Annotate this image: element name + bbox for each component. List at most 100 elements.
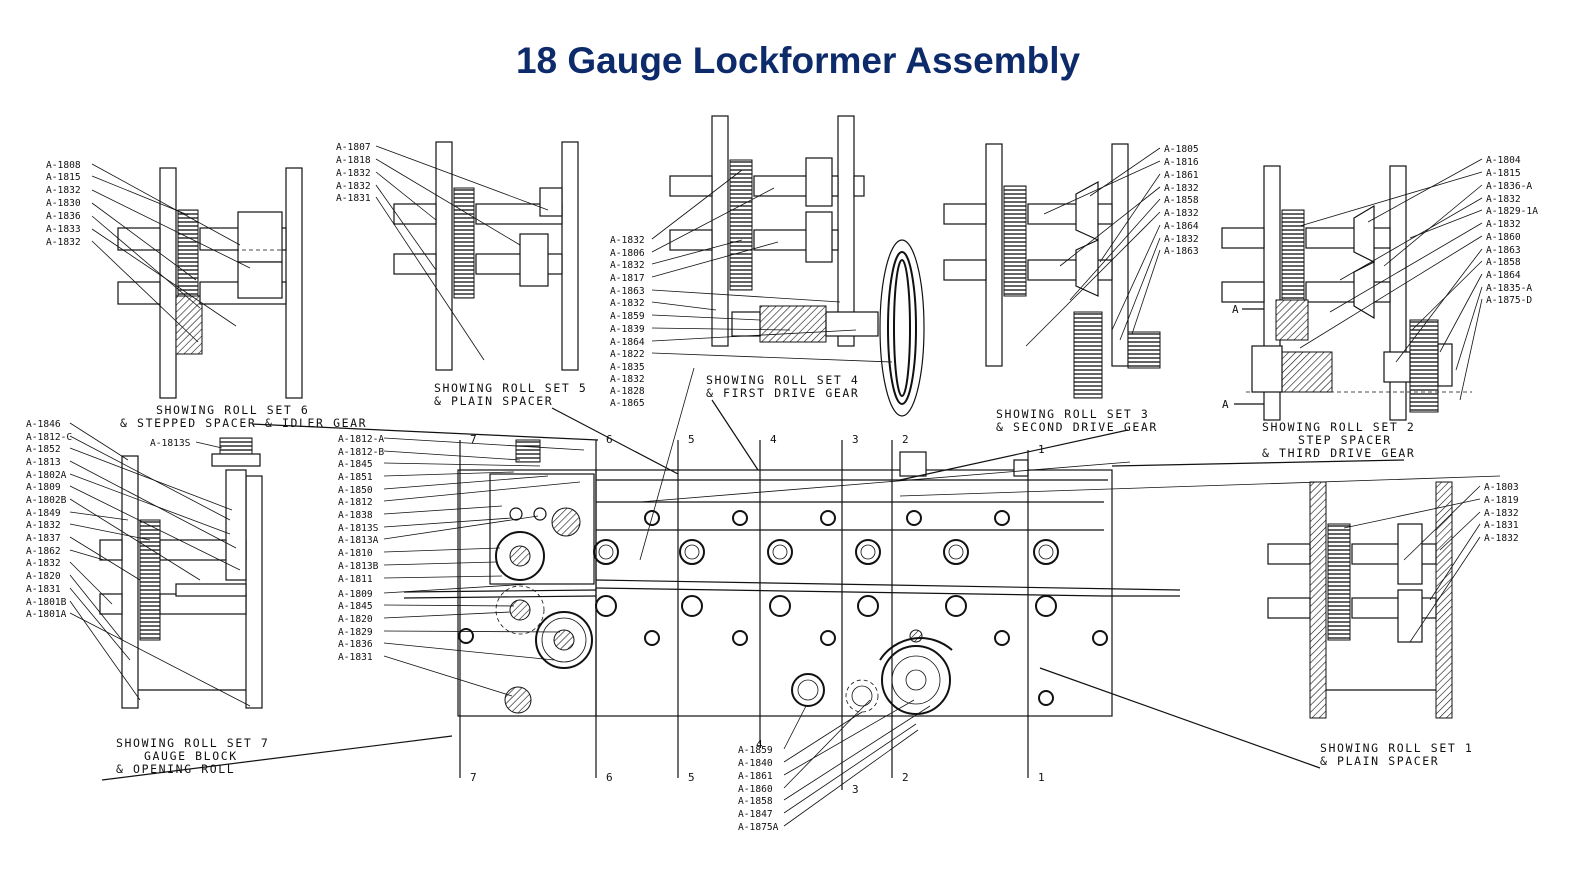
section-marker: 5 <box>688 771 695 784</box>
roll-set-7-view <box>99 437 263 709</box>
roll-set-4-caption-line-1: SHOWING ROLL SET 4 <box>706 373 859 387</box>
part-number: A-1812-B <box>338 447 384 458</box>
part-number: A-1864 <box>610 337 645 348</box>
part-number: A-1832 <box>1484 508 1519 519</box>
part-number: A-1805 <box>1164 144 1199 155</box>
part-number: A-1832 <box>46 185 81 196</box>
part-number: A-1847 <box>738 809 773 820</box>
part-number: A-1875A <box>738 822 779 833</box>
part-number: A-1812-A <box>338 434 384 445</box>
roll-set-2-caption-line-3: & THIRD DRIVE GEAR <box>1262 446 1415 460</box>
roll-set-6-caption-line-1: SHOWING ROLL SET 6 <box>156 403 309 417</box>
roll-set-7-caption-line-3: & OPENING ROLL <box>116 762 235 776</box>
section-marker: 5 <box>688 433 695 446</box>
roll-set-4-view <box>669 115 925 417</box>
part-number: A-1859 <box>610 311 645 322</box>
part-number: A-1832 <box>1164 183 1199 194</box>
section-marker: 4 <box>756 738 763 751</box>
part-number: A-1803 <box>1484 482 1519 493</box>
part-number: A-1852 <box>26 444 61 455</box>
part-number: A-1838 <box>338 510 373 521</box>
part-number: A-1863 <box>1164 246 1199 257</box>
roll-set-5-caption-line-1: SHOWING ROLL SET 5 <box>434 381 587 395</box>
section-lines <box>459 440 1029 790</box>
section-marker: 7 <box>470 433 477 446</box>
section-marker: 6 <box>606 433 613 446</box>
part-number: A-1860 <box>738 784 773 795</box>
part-number: A-1864 <box>1164 221 1199 232</box>
roll-set-2-view <box>1221 165 1472 421</box>
roll-set-4-caption-line-2: & FIRST DRIVE GEAR <box>706 386 859 400</box>
part-number: A-1813B <box>338 561 379 572</box>
part-number: A-1845 <box>338 459 373 470</box>
bottom-part-leaders <box>783 699 931 827</box>
part-number: A-1835 <box>610 362 645 373</box>
part-number: A-1813S <box>150 438 191 449</box>
roll-set-1-part-numbers: A-1803 A-1819 A-1832 A-1831 A-1832 <box>1484 482 1519 544</box>
part-number: A-1832 <box>610 374 645 385</box>
part-number: A-1812-C <box>26 432 72 443</box>
section-marker: 3 <box>852 783 859 796</box>
front-view-frame <box>403 451 1181 717</box>
roll-set-5-leaders <box>375 145 549 361</box>
roll-set-2-part-numbers: A-1804 A-1815 A-1836-A A-1832 A-1829-1A … <box>1486 155 1538 306</box>
roll-set-5-view <box>393 141 579 371</box>
part-number: A-1822 <box>610 349 645 360</box>
section-markers-top: 7 6 5 4 3 2 1 <box>470 433 1045 456</box>
section-markers-bottom: 7 6 5 4 3 2 1 <box>470 738 1045 796</box>
roll-set-6-leaders <box>91 163 251 343</box>
part-number: A-1832 <box>1164 208 1199 219</box>
part-number: A-1837 <box>26 533 61 544</box>
section-marker: 4 <box>770 433 777 446</box>
part-number: A-1845 <box>338 601 373 612</box>
part-number: A-1832 <box>26 520 61 531</box>
front-view-rolls <box>458 439 1108 715</box>
part-number: A-1816 <box>1164 157 1199 168</box>
roll-set-7-caption-line-1: SHOWING ROLL SET 7 <box>116 736 269 750</box>
roll-set-4-leaders <box>651 169 893 363</box>
part-number: A-1809 <box>338 589 373 600</box>
part-number: A-1813S <box>338 523 379 534</box>
bottom-part-numbers: A-1859 A-1840 A-1861 A-1860 A-1858 A-184… <box>738 745 779 833</box>
part-number: A-1820 <box>338 614 373 625</box>
part-number: A-1801A <box>26 609 67 620</box>
part-number: A-1832 <box>336 168 371 179</box>
part-number: A-1859 <box>738 745 773 756</box>
part-number: A-1832 <box>46 237 81 248</box>
part-number: A-1828 <box>610 386 645 397</box>
part-number: A-1875-D <box>1486 295 1532 306</box>
section-marker: 7 <box>470 771 477 784</box>
roll-set-1-leaders <box>1343 485 1481 643</box>
part-number: A-1829-1A <box>1486 206 1538 217</box>
part-number: A-1861 <box>738 771 773 782</box>
part-number: A-1817 <box>610 273 645 284</box>
part-number: A-1831 <box>336 193 371 204</box>
part-number: A-1832 <box>1164 234 1199 245</box>
part-number: A-1832 <box>26 558 61 569</box>
part-number: A-1832 <box>610 260 645 271</box>
section-marker: 3 <box>852 433 859 446</box>
part-number: A-1808 <box>46 160 81 171</box>
part-number: A-1831 <box>338 652 373 663</box>
part-number: A-1864 <box>1486 270 1521 281</box>
roll-set-4-part-numbers: A-1832 A-1806 A-1832 A-1817 A-1863 A-183… <box>610 235 645 409</box>
section-marker-a: A <box>1222 398 1229 411</box>
part-number: A-1810 <box>338 548 373 559</box>
part-number: A-1832 <box>610 298 645 309</box>
roll-set-7-part-numbers: A-1846 A-1812-C A-1852 A-1813 A-1802A A-… <box>26 419 72 620</box>
part-number: A-1804 <box>1486 155 1521 166</box>
part-number: A-1862 <box>26 546 61 557</box>
roll-set-2-caption-line-2: STEP SPACER <box>1298 433 1392 447</box>
part-number: A-1830 <box>46 198 81 209</box>
roll-set-2-caption-line-1: SHOWING ROLL SET 2 <box>1262 420 1415 434</box>
part-number: A-1836 <box>338 639 373 650</box>
part-number: A-1850 <box>338 485 373 496</box>
part-number: A-1802A <box>26 470 67 481</box>
roll-set-1-caption-line-1: SHOWING ROLL SET 1 <box>1320 741 1473 755</box>
roll-set-3-caption-line-2: & SECOND DRIVE GEAR <box>996 420 1158 434</box>
part-number: A-1858 <box>1164 195 1199 206</box>
part-number: A-1815 <box>46 172 81 183</box>
section-marker: 2 <box>902 433 909 446</box>
part-number: A-1835-A <box>1486 283 1532 294</box>
